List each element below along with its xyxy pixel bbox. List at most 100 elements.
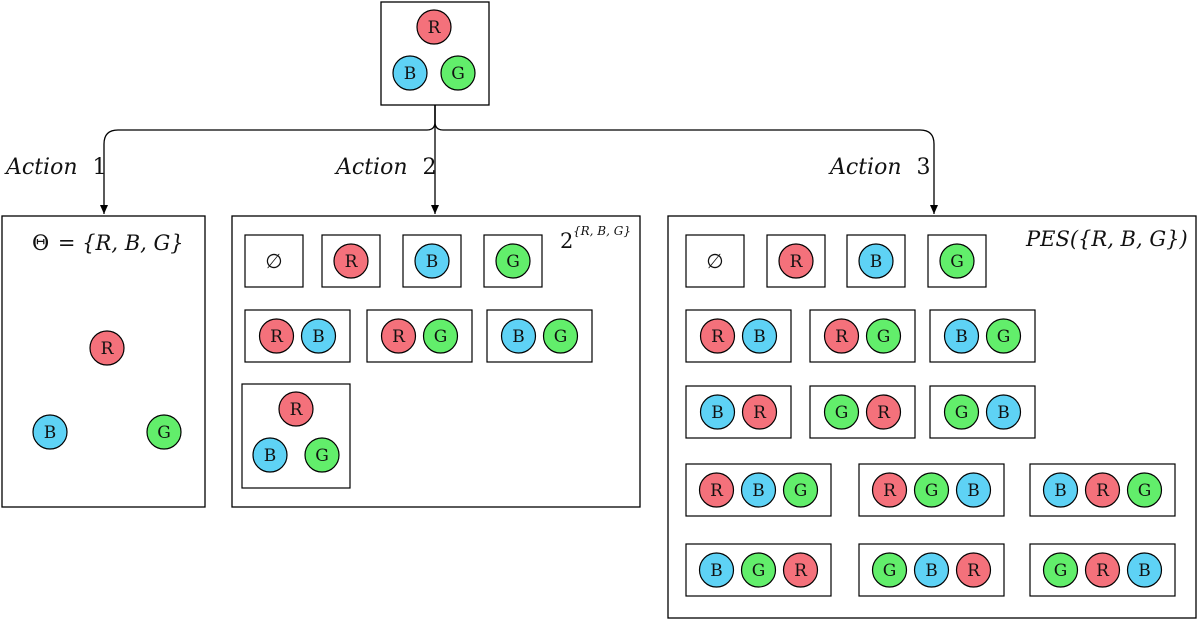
pes-sequence-grb-r-node-circle <box>1084 552 1121 588</box>
action-2-label: Action 2 <box>334 155 437 180</box>
pes-sequence-rbg-r-node: R <box>698 472 735 508</box>
root-g-node: G <box>440 55 476 91</box>
pes-sequence-br-b-node-circle <box>699 394 736 430</box>
pes-sequence-rg-g-node: G <box>865 318 902 354</box>
pes-sequence-bgr-b-node-letter: B <box>710 561 723 581</box>
powerset-subset-rb-r-node-circle <box>258 318 295 354</box>
powerset-subset-bg-b-node-circle <box>500 318 537 354</box>
powerset-subset-bg-b-node: B <box>500 318 537 354</box>
powerset-subset-rbg-g-node-circle <box>304 437 340 473</box>
pes-sequence-g-g-node: G <box>939 243 975 279</box>
pes-sequence-bg-b-node-letter: B <box>955 327 968 347</box>
root-b-node: B <box>392 55 428 91</box>
powerset-subset-bg-g-node-letter: G <box>554 327 568 347</box>
theta-g-node-letter: G <box>157 423 171 443</box>
powerset-subset-rg-r-node-circle <box>380 318 417 354</box>
pes-sequence-bg-g-node-circle <box>985 318 1022 354</box>
pes-sequence-bg-g-node-letter: G <box>997 327 1011 347</box>
pes-sequence-rb-r-node-circle <box>699 318 736 354</box>
pes-title: PES({R, B, G}) <box>1025 227 1188 251</box>
pes-sequence-brg-g-node-letter: G <box>1138 481 1152 501</box>
pes-sequence-rbg-g-node-letter: G <box>794 481 808 501</box>
pes-sequence-rgb-b-node-circle <box>955 472 992 508</box>
pes-sequence-bgr-b-node: B <box>698 552 735 588</box>
pes-sequence-rb-r-node-letter: R <box>711 327 725 347</box>
powerset-subset-rbg-r-node-circle <box>278 391 314 427</box>
powerset-title-base: 2 <box>560 229 573 253</box>
action-1-label: Action 1 <box>4 155 107 180</box>
pes-sequence-grb-b-node-circle <box>1126 552 1163 588</box>
pes-sequence-bgr-g-node: G <box>740 552 777 588</box>
pes-sequence-gbr-r-node: R <box>955 552 992 588</box>
theta-set: = {R, B, G} <box>58 231 184 255</box>
pes-sequence-gr-g-node-circle <box>823 394 860 430</box>
pes-sequence-br-r-node: R <box>741 394 778 430</box>
pes-sequence-grb-g-node-letter: G <box>1054 561 1068 581</box>
pes-sequence-gbr-r-node-letter: R <box>967 561 981 581</box>
pes-sequence-gbr-b-node: B <box>913 552 950 588</box>
powerset-subset-g-g-node: G <box>495 243 531 279</box>
pes-sequence-rg-r-node: R <box>823 318 860 354</box>
theta-symbol: Θ <box>32 231 49 255</box>
pes-sequence-gr-r-node-circle <box>865 394 902 430</box>
powerset-subset-rb-b-node: B <box>300 318 337 354</box>
pes-sequence-grb-g-node: G <box>1042 552 1079 588</box>
powerset-title-sup: {R, B, G} <box>573 224 631 238</box>
pes-sequence-br-r-node-circle <box>741 394 778 430</box>
powerset-subset-rbg-g-node-letter: G <box>315 446 329 466</box>
action-3-word: Action <box>828 155 902 180</box>
pes-sequence-rbg-b-node-letter: B <box>752 481 765 501</box>
pes-sequence-bg-g-node: G <box>985 318 1022 354</box>
powerset-subset-rbg-b-node: B <box>252 437 288 473</box>
pes-sequence-grb-b-node: B <box>1126 552 1163 588</box>
powerset-subset-bg-g-node: G <box>542 318 579 354</box>
theta-r-node-circle <box>89 330 125 366</box>
pes-sequence-gbr-g-node-letter: G <box>883 561 897 581</box>
pes-sequence-brg-g-node: G <box>1126 472 1163 508</box>
pes-sequence-gb-b-node: B <box>985 394 1022 430</box>
powerset-subset-empty <box>244 234 304 288</box>
action-3-number: 3 <box>917 155 931 180</box>
theta-r-node-letter: R <box>101 339 115 359</box>
pes-sequence-gr-g-node-letter: G <box>835 403 849 423</box>
pes-sequence-rb-r-node: R <box>699 318 736 354</box>
powerset-subset-g-g-node-letter: G <box>506 252 520 272</box>
powerset-subset-rbg-b-node-circle <box>252 437 288 473</box>
pes-sequence-gb-g-node: G <box>943 394 980 430</box>
theta-r-node: R <box>89 330 125 366</box>
root-g-node-circle <box>440 55 476 91</box>
pes-sequence-r-r-node-circle <box>778 243 814 279</box>
pes-sequence-bgr-r-node-letter: R <box>794 561 808 581</box>
pes-sequence-rg-r-node-circle <box>823 318 860 354</box>
pes-sequence-gb-b-node-letter: B <box>997 403 1010 423</box>
action-3-label: Action 3 <box>828 155 931 180</box>
pes-sequence-rg-r-node-letter: R <box>835 327 849 347</box>
powerset-subset-b-b-node: B <box>414 243 450 279</box>
pes-sequence-rgb-b-node-letter: B <box>967 481 980 501</box>
pes-sequence-br-b-node: B <box>699 394 736 430</box>
pes-sequence-bgr-g-node-circle <box>740 552 777 588</box>
pes-sequence-rgb-g-node-letter: G <box>925 481 939 501</box>
powerset-subset-rg-g-node-letter: G <box>434 327 448 347</box>
pes-sequence-g-g-node-circle <box>939 243 975 279</box>
powerset-subset-bg-g-node-circle <box>542 318 579 354</box>
pes-sequence-gbr-b-node-circle <box>913 552 950 588</box>
root-r-node-circle <box>416 9 452 45</box>
pes-sequence-r-r-node: R <box>778 243 814 279</box>
theta-g-node-circle <box>146 414 182 450</box>
pes-sequence-rgb-g-node: G <box>913 472 950 508</box>
pes-sequence-grb-r-node: R <box>1084 552 1121 588</box>
pes-sequence-gr-g-node: G <box>823 394 860 430</box>
powerset-subset-r-r-node: R <box>333 243 369 279</box>
pes-sequence-gr-r-node-letter: R <box>877 403 891 423</box>
pes-sequence-gbr-g-node-circle <box>871 552 908 588</box>
action-1-number: 1 <box>93 155 107 180</box>
powerset-subset-rg-r-node-letter: R <box>392 327 406 347</box>
powerset-subset-rg-g-node: G <box>422 318 459 354</box>
pes-sequence-rb-b-node: B <box>741 318 778 354</box>
pes-sequence-br-r-node-letter: R <box>753 403 767 423</box>
pes-sequence-br-b-node-letter: B <box>711 403 724 423</box>
pes-sequence-brg-r-node-circle <box>1084 472 1121 508</box>
